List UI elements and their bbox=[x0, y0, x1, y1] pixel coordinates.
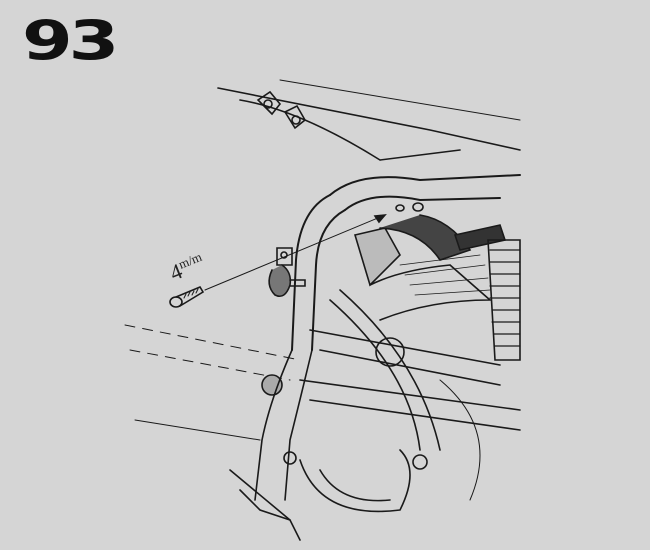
screw bbox=[169, 285, 205, 308]
shock-absorber bbox=[453, 224, 521, 361]
page-number: 93 bbox=[22, 9, 119, 72]
assembly-arrow bbox=[204, 214, 387, 291]
cable-clip bbox=[268, 247, 306, 298]
top-brackets bbox=[256, 90, 307, 130]
